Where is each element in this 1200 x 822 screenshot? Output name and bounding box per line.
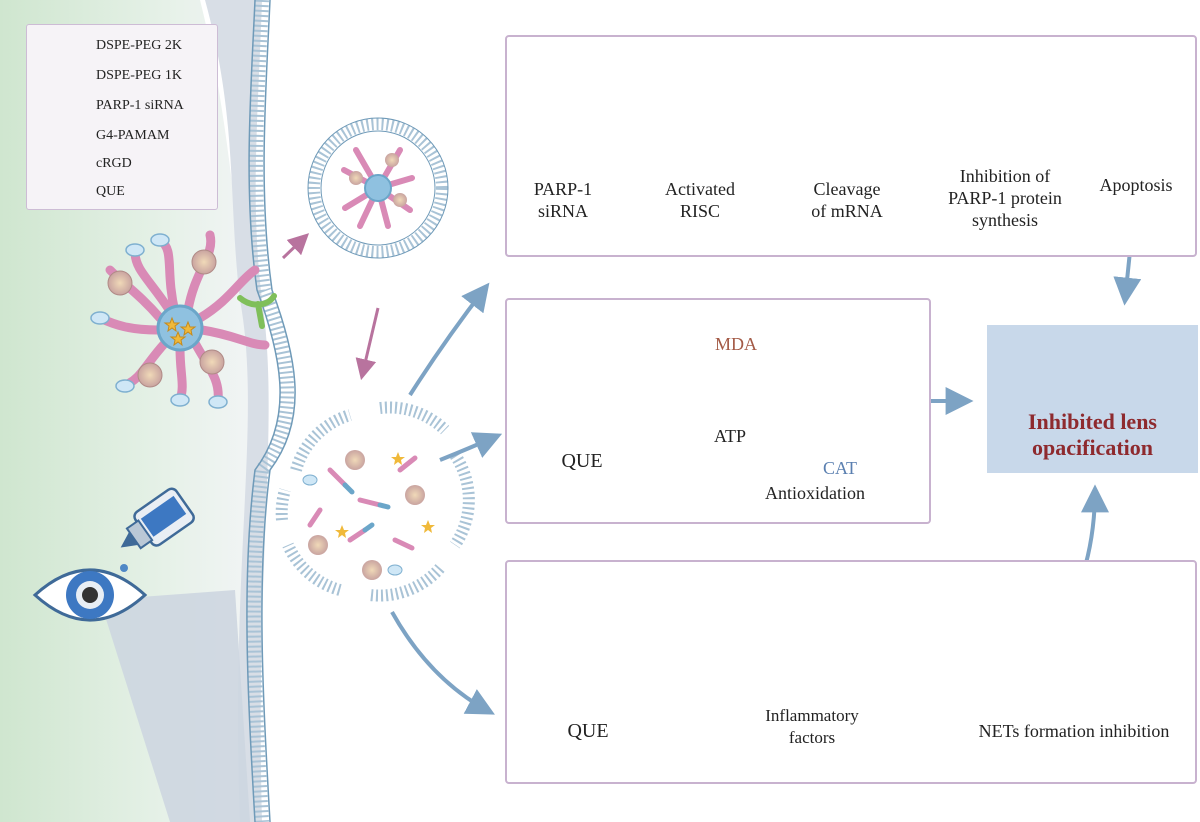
sirna-pathway-panel (505, 35, 1197, 257)
legend-label-dspe-peg-2k: DSPE-PEG 2K (96, 38, 182, 53)
nanoparticle-icon (90, 230, 270, 409)
anti-inflammation-panel (505, 560, 1197, 784)
eye-icon-left (32, 568, 148, 622)
result-box: Inhibited lens opacification (987, 325, 1198, 473)
step-label-inhibition: Inhibition of PARP-1 protein synthesis (930, 165, 1080, 231)
nets-label: NETs formation inhibition (978, 721, 1170, 741)
step-sirna-line2: siRNA (537, 201, 588, 221)
inflammatory-line1: Inflammatory (765, 706, 859, 725)
inflammatory-line2: factors (788, 728, 836, 747)
integrin-receptor-icon (237, 293, 277, 329)
que-label-bottom: QUE (567, 720, 609, 742)
step-label-sirna: PARP-1 siRNA (518, 178, 608, 222)
cell-membrane (246, 0, 295, 822)
step-risc-line2: RISC (679, 201, 721, 221)
step-inhibition-line1: Inhibition of (959, 166, 1051, 186)
antioxidation-panel (505, 298, 931, 524)
path-arrow-sirna (408, 282, 490, 397)
que-label-mid: QUE (561, 450, 603, 472)
membrane-inner-line (246, 0, 281, 822)
step-cleavage-line2: of mRNA (811, 201, 883, 221)
mda-label: MDA (714, 334, 757, 354)
legend-label-que: QUE (96, 184, 125, 199)
step-inhibition-line2: PARP-1 protein (948, 188, 1062, 208)
atp-label: ATP (713, 426, 746, 446)
step-label-risc: Activated RISC (650, 178, 750, 222)
escape-arrow (355, 307, 380, 381)
endosome-icon (307, 117, 449, 259)
legend-label-crgd: cRGD (96, 156, 132, 171)
step-label-cleavage: Cleavage of mRNA (797, 178, 897, 222)
result-line1: Inhibited lens (1028, 409, 1157, 434)
step-sirna-line1: PARP-1 (533, 179, 593, 199)
step-risc-line1: Activated (665, 179, 735, 199)
path-arrow-antiox (439, 432, 503, 462)
cat-label: CAT (822, 458, 857, 478)
path-arrow-inflam (390, 611, 495, 715)
legend-label-dspe-peg-1k: DSPE-PEG 1K (96, 68, 182, 83)
membrane-outer-line (261, 0, 296, 822)
step-inhibition-line3: synthesis (971, 210, 1038, 230)
drop-cone (100, 590, 250, 822)
inflammatory-factors-label: Inflammatory factors (752, 705, 872, 749)
legend-box (26, 24, 218, 210)
result-line2: opacification (1032, 435, 1153, 460)
disrupted-endosome-icon (275, 401, 475, 602)
uptake-arrow (281, 233, 310, 260)
eye-drop-bottle-icon (120, 487, 195, 550)
drop-icon (120, 564, 128, 572)
step-label-apoptosis: Apoptosis (1099, 175, 1173, 195)
legend-label-pamam: G4-PAMAM (96, 128, 170, 143)
antioxidation-label: Antioxidation (765, 483, 865, 503)
step-cleavage-line1: Cleavage (813, 179, 881, 199)
legend-label-sirna: PARP-1 siRNA (96, 98, 184, 113)
